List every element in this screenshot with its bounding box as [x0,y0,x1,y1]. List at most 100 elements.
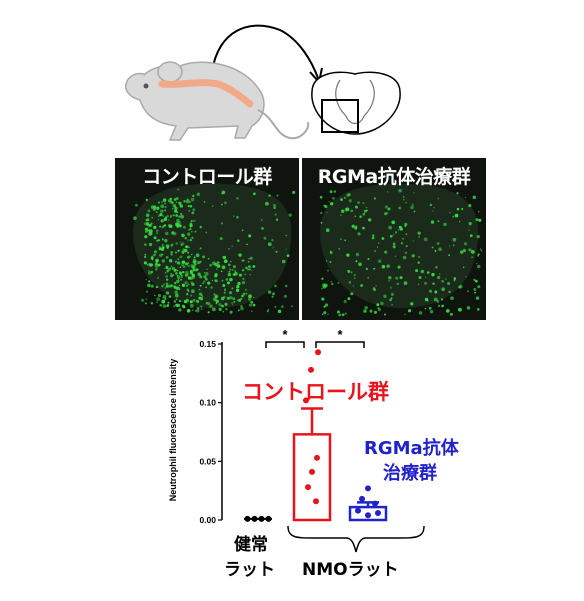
fluorescent-cell [274,213,277,216]
fluorescent-cell [163,283,166,286]
fluorescent-cell [343,196,347,200]
fluorescent-cell [415,269,419,273]
fluorescent-cell [399,227,403,231]
fluorescent-cell [170,253,173,256]
fluorescent-cell [173,268,177,272]
fluorescent-cell [210,286,213,289]
fluorescent-cell [383,313,387,316]
fluorescent-cell [164,239,168,243]
fluorescent-cell [176,218,180,223]
fluorescent-cell [175,214,178,217]
fluorescent-cell [188,200,191,203]
fluorescent-cell [159,213,163,217]
fluorescent-cell [178,215,181,218]
fluorescent-cell [267,309,270,311]
fluorescent-cell [340,214,342,217]
fluorescent-cell [181,271,184,274]
fluorescent-cell [181,250,185,254]
fluorescent-cell [247,260,250,263]
fluorescent-cell [228,291,233,295]
fluorescent-cell [145,213,150,218]
fluorescent-cell [179,204,184,208]
fluorescent-cell [158,253,163,258]
fluorescent-cell [171,207,174,210]
fluorescent-cell [443,222,447,227]
fluorescent-cell [338,247,341,250]
fluorescent-cell [150,256,154,260]
fluorescent-cell [398,188,402,193]
fluorescent-cell [354,225,358,228]
fluorescent-cell [182,265,186,268]
y-tick-label: 0.10 [199,398,216,408]
fluorescent-cell [378,259,382,263]
fluorescent-cell [182,225,186,229]
fluorescent-cell [188,255,191,258]
fluorescent-cell [431,246,434,249]
fluorescent-cell [220,222,223,225]
fluorescent-cell [364,305,368,310]
fluorescent-cell [149,242,153,247]
fluorescent-cell [251,269,253,272]
fluorescent-cell [223,291,226,294]
fluorescent-cell [392,233,395,236]
fluorescent-cell [148,280,151,283]
fluorescent-cell [353,277,356,280]
fluorescent-cell [429,310,434,314]
fluorescent-cell [191,289,195,294]
fluorescent-cell [187,283,190,286]
fluorescent-cell [156,232,159,235]
fluorescent-cell [134,203,138,207]
fluorescent-cell [195,253,200,258]
fluorescent-cell [195,299,198,302]
fluorescent-cell [233,215,235,217]
fluorescent-cell [452,237,457,242]
fluorescent-cell [244,288,247,291]
fluorescent-cell [353,274,356,277]
fluorescent-cell [144,255,147,259]
fluorescent-cell [149,232,153,236]
fluorescent-cell [252,303,256,307]
fluorescent-cell [214,295,218,299]
fluorescent-cell [212,307,216,312]
fluorescent-cell [202,282,205,285]
fluorescent-cell [145,279,147,281]
fluorescent-cell [156,206,160,210]
fluorescent-cell [330,281,332,283]
fluorescent-cell [474,279,478,283]
healthy-label-line1: 健常 [234,535,268,555]
fluorescent-cell [388,275,392,280]
fluorescent-cell [323,305,326,308]
fluorescent-cell [436,300,440,303]
fluorescent-cell [231,287,234,290]
fluorescent-cell [176,303,181,308]
fluorescent-cell [430,220,435,224]
fluorescent-cell [184,281,188,285]
fluorescent-cell [214,279,218,283]
fluorescent-cell [229,268,232,271]
fluorescent-cell [232,269,234,271]
fluorescent-cell [192,299,196,302]
fluorescent-cell [367,257,370,261]
fluorescent-cell [160,204,165,209]
fluorescent-cell [360,284,363,287]
fluorescent-cell [212,297,217,302]
fluorescent-cell [341,209,345,213]
fluorescent-cell [209,263,213,267]
fluorescent-cell [187,251,190,254]
fluorescent-cell [404,251,408,255]
fluorescent-cell [175,272,178,275]
fluorescent-cell [159,303,163,307]
fluorescent-cell [462,248,467,253]
fluorescent-cell [241,259,244,262]
fluorescent-cell [248,258,250,260]
fluorescent-cell [338,313,342,317]
fluorescent-cell [384,205,388,209]
fluorescent-cell [178,299,182,303]
fluorescent-cell [242,269,245,272]
fluorescent-cell [476,234,480,239]
fluorescent-cell [388,225,392,230]
fluorescent-cell [387,207,391,211]
y-tick-label: 0.05 [199,456,216,466]
fluorescent-cell [144,235,148,239]
fluorescent-cell [198,292,202,296]
